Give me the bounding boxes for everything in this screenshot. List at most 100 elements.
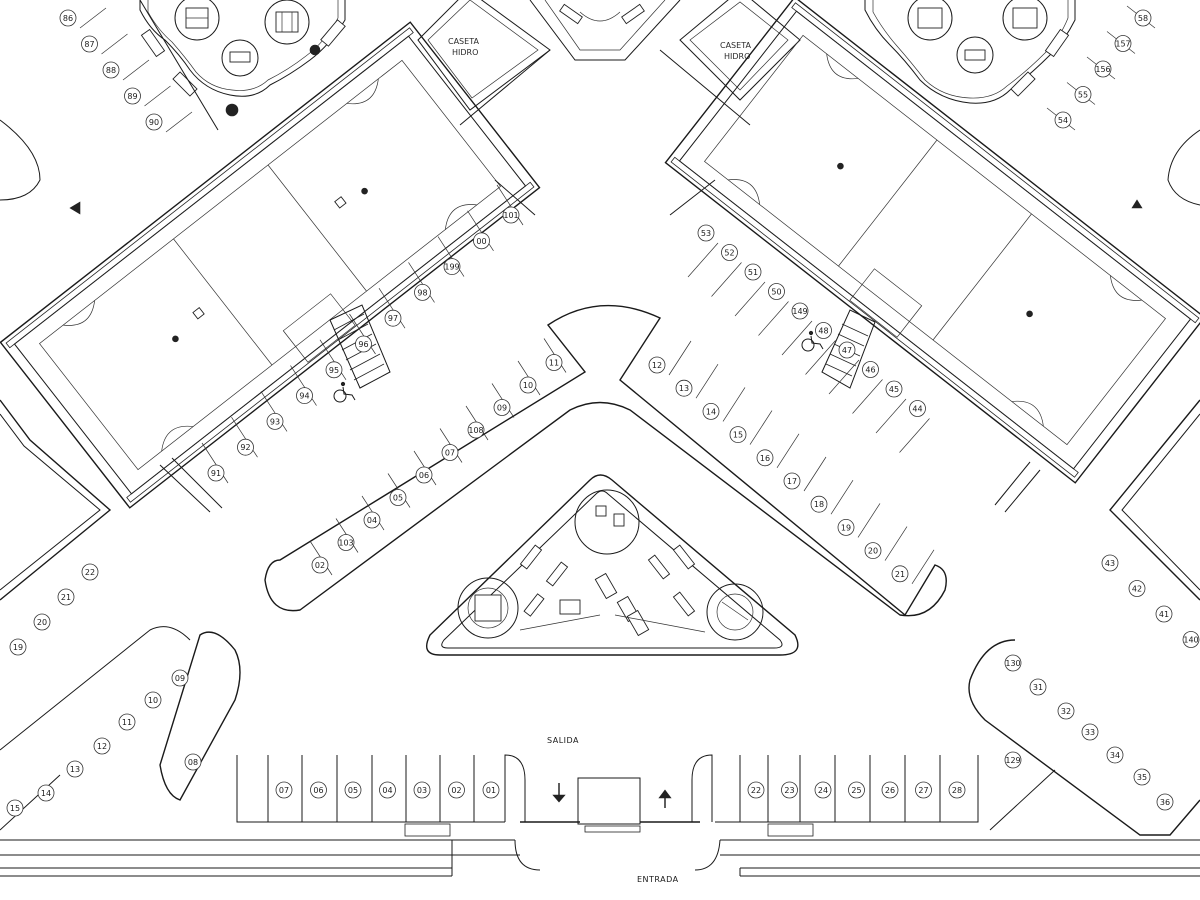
parking-space-number: 42 — [1128, 580, 1146, 597]
space-number: 09 — [175, 674, 185, 683]
space-badge — [144, 691, 162, 709]
space-number: 32 — [1061, 707, 1071, 716]
parking-space-number: 149 — [791, 302, 809, 320]
space-badge — [237, 438, 254, 456]
space-badge — [379, 781, 396, 799]
space-number: 45 — [889, 385, 899, 394]
exit-label: SALIDA — [547, 736, 579, 745]
space-number: 24 — [818, 786, 828, 795]
parking-space-number: 21 — [891, 565, 909, 583]
space-number: 25 — [851, 786, 861, 795]
space-number: 16 — [760, 454, 770, 463]
stall-divider — [803, 456, 827, 492]
stall-divider — [668, 340, 692, 376]
bench-icon — [140, 19, 346, 97]
playground-icon — [917, 7, 1038, 61]
top-center-plaza — [529, 0, 681, 61]
space-badge — [697, 224, 715, 242]
stall-divider — [781, 320, 813, 356]
space-badge — [1128, 580, 1146, 597]
parking-space-number: 21 — [57, 588, 75, 606]
space-number: 89 — [127, 92, 137, 101]
parking-space-number: 06 — [415, 466, 433, 484]
parking-space-number: 20 — [33, 613, 51, 631]
space-badge — [266, 412, 284, 430]
stall-divider — [911, 549, 935, 584]
stall-divider — [758, 301, 789, 336]
wheelchair-icon — [333, 381, 356, 403]
tree-icon — [309, 44, 321, 56]
parking-space-number: 129 — [1004, 751, 1022, 769]
caseta-label: HIDRO — [724, 52, 750, 61]
space-badge — [355, 335, 372, 353]
stall-divider — [734, 281, 766, 317]
space-number: 108 — [468, 426, 483, 435]
parking-space-number: 33 — [1081, 723, 1099, 741]
space-number: 21 — [61, 593, 71, 602]
space-number: 88 — [106, 66, 116, 75]
space-number: 17 — [787, 477, 797, 486]
space-number: 07 — [279, 786, 289, 795]
parking-space-number: 05 — [344, 781, 362, 799]
parking-space-number: 94 — [296, 387, 313, 405]
space-number: 12 — [652, 361, 662, 370]
space-number: 20 — [868, 547, 878, 556]
space-badge — [118, 713, 136, 731]
parking-space-number: 52 — [721, 244, 738, 261]
space-badge — [729, 426, 747, 444]
stall-divider — [828, 359, 860, 395]
space-number: 06 — [419, 471, 429, 480]
space-number: 07 — [445, 449, 455, 458]
space-number: 35 — [1137, 773, 1147, 782]
parking-space-number: 26 — [881, 781, 899, 799]
parking-space-number: 25 — [848, 781, 865, 799]
parking-space-number: 98 — [414, 283, 431, 301]
parking-space-number: 24 — [814, 781, 832, 799]
parking-space-number: 90 — [145, 113, 163, 131]
space-number: 04 — [382, 786, 392, 795]
space-badge — [783, 472, 801, 490]
space-number: 10 — [148, 696, 158, 705]
space-number: 11 — [122, 718, 132, 727]
parking-space-number: 28 — [948, 781, 966, 799]
space-number: 44 — [912, 405, 922, 414]
parking-space-number: 47 — [838, 341, 856, 359]
parking-space-number: 51 — [744, 263, 762, 281]
space-badge — [102, 61, 120, 79]
space-badge — [810, 495, 828, 513]
parking-space-number: 17 — [783, 472, 801, 490]
space-badge — [747, 781, 765, 799]
parking-space-number: 50 — [768, 283, 785, 300]
space-badge — [848, 781, 865, 799]
parking-space-number: 00 — [473, 232, 490, 250]
space-badge — [9, 638, 27, 656]
parking-space-number: 58 — [1134, 9, 1152, 27]
space-badge — [1004, 654, 1022, 672]
space-badge — [448, 781, 465, 799]
space-badge — [59, 9, 77, 27]
parking-space-number: 22 — [81, 563, 99, 581]
parking-space-number: 06 — [310, 781, 327, 799]
stall-divider — [830, 480, 854, 515]
parking-space-number: 96 — [355, 335, 372, 353]
space-number: 129 — [1005, 756, 1020, 765]
parking-space-number: 20 — [864, 542, 882, 559]
stall-divider — [79, 7, 107, 29]
space-number: 06 — [313, 786, 323, 795]
parking-space-number: 23 — [781, 781, 798, 799]
space-badge — [545, 354, 563, 371]
parking-space-number: 19 — [837, 519, 855, 536]
parking-space-number: 04 — [363, 511, 381, 529]
space-number: 21 — [895, 570, 905, 579]
space-number: 157 — [1115, 40, 1130, 49]
space-badge — [909, 400, 926, 417]
space-number: 97 — [388, 314, 398, 323]
parking-space-number: 108 — [467, 421, 485, 439]
space-number: 20 — [37, 618, 47, 627]
wheelchair-icon — [801, 330, 824, 352]
parking-space-number: 11 — [545, 354, 563, 371]
parking-space-number: 156 — [1094, 60, 1112, 78]
parking-space-number: 10 — [144, 691, 162, 709]
space-badge — [6, 799, 24, 817]
stall-divider — [857, 503, 881, 538]
